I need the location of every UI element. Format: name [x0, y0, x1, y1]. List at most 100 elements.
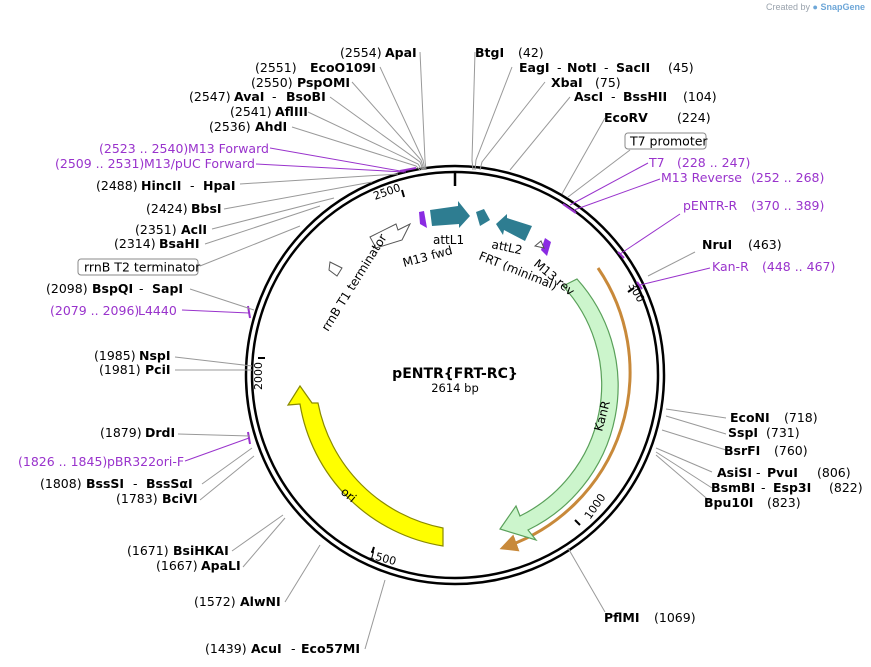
- pos-xbai: (75): [595, 75, 621, 90]
- enzyme-nrui: NruI: [702, 237, 732, 252]
- pos-btgi: (42): [518, 45, 544, 60]
- dash-avai: -: [272, 89, 277, 104]
- pos-asci: (104): [683, 89, 717, 104]
- enzyme-ahdi: AhdI: [255, 119, 287, 134]
- dash-bspqi: -: [139, 281, 144, 296]
- attl2-arrow: [496, 214, 532, 241]
- enzyme-hpai: HpaI: [203, 178, 236, 193]
- small-white-arrow-2: [328, 261, 343, 277]
- rrnb-t2-label: rrnB T2 terminator: [84, 260, 201, 275]
- dash-bsmbi: -: [761, 480, 766, 495]
- enzyme-sapi: SapI: [152, 281, 183, 296]
- primer-m13-reverse: M13 Reverse: [661, 170, 742, 185]
- plasmid-name: pENTR{FRT-RC}: [392, 366, 518, 382]
- pos-acui: (1439): [205, 641, 247, 656]
- attl2-label: attL2: [490, 237, 523, 257]
- primer-leader-lines: [181, 147, 711, 462]
- tick-1000: 1000: [582, 491, 609, 521]
- enzyme-asci: AscI: [574, 89, 603, 104]
- enzyme-hincii: HincII: [141, 178, 181, 193]
- primer-kan-r: Kan-R: [712, 259, 749, 274]
- enzyme-apai: ApaI: [385, 45, 417, 60]
- enzyme-xbai: XbaI: [551, 75, 583, 90]
- dash-eagi: -: [557, 60, 562, 75]
- enzyme-pflmi: PflMI: [604, 610, 640, 625]
- pos-hincii: (2488): [96, 178, 138, 193]
- range-kan-r: (448 .. 467): [762, 259, 835, 274]
- pos-pspomi: (2550): [251, 75, 293, 90]
- primer-m13-forward: M13 Forward: [188, 141, 269, 156]
- range-m13-forward: (2523 .. 2540): [99, 141, 188, 156]
- enzyme-bsihkai: BsiHKAI: [173, 543, 229, 558]
- enzyme-pcii: PciI: [145, 362, 171, 377]
- pos-bsrfi: (760): [774, 443, 808, 458]
- enzyme-bcivi: BciVI: [162, 491, 198, 506]
- pos-pflmi: (1069): [654, 610, 696, 625]
- leader-lines: [174, 51, 727, 650]
- enzyme-drdi: DrdI: [145, 425, 175, 440]
- enzyme-alwni: AlwNI: [240, 594, 281, 609]
- pos-pcii: (1981): [99, 362, 141, 377]
- rrnb-t1-label: rrnB T1 terminator: [319, 231, 390, 333]
- range-pbr322ori: (1826 .. 1845): [18, 454, 107, 469]
- pos-bpu10i: (823): [767, 495, 801, 510]
- pos-apai: (2554): [340, 45, 382, 60]
- enzyme-apali: ApaLI: [201, 558, 241, 573]
- range-pentr-r: (370 .. 389): [751, 198, 824, 213]
- enzyme-asisi: AsiSI: [717, 465, 752, 480]
- left-enzymes-4: (1808) BssSI - BssSαI (1783) BciVI (1671…: [40, 476, 360, 656]
- pos-bsahi: (2314): [114, 236, 156, 251]
- kanr-primer-bar: [499, 267, 632, 552]
- attribution: Created by ● SnapGene: [766, 2, 865, 12]
- backbone-outer: [244, 164, 666, 586]
- pos-avai: (2547): [189, 89, 231, 104]
- rrnb-t2-box: rrnB T2 terminator: [77, 258, 201, 276]
- enzyme-eco57mi: Eco57MI: [301, 641, 360, 656]
- enzyme-bspqi: BspQI: [92, 281, 133, 296]
- dash-acui: -: [291, 641, 296, 656]
- pos-apali: (1667): [156, 558, 198, 573]
- pos-drdi: (1879): [100, 425, 142, 440]
- top-left-enzymes: (2554) ApaI (2551) EcoO109I (2550) PspOM…: [189, 45, 417, 134]
- pos-alwni: (1572): [194, 594, 236, 609]
- enzyme-avai: AvaI: [234, 89, 264, 104]
- pos-bspqi: (2098): [46, 281, 88, 296]
- pos-bsihkai: (1671): [127, 543, 169, 558]
- snapgene-logo-icon: ●: [812, 2, 818, 12]
- right-enzymes: EcoNI (718) SspI (731) BsrFI (760) AsiSI…: [604, 410, 863, 625]
- m13rev-arrow: [541, 238, 551, 256]
- enzyme-bbsi: BbsI: [191, 201, 222, 216]
- t7-promoter-label: T7 promoter: [629, 134, 708, 149]
- enzyme-afliii: AflIII: [275, 104, 308, 119]
- pos-acli: (2351): [135, 222, 177, 237]
- pos-ecoo109i: (2551): [255, 60, 297, 75]
- pos-bsmbi: (822): [829, 480, 863, 495]
- enzyme-bsobi: BsoBI: [286, 89, 326, 104]
- primer-l4440: L4440: [138, 303, 177, 318]
- attl1-arrow: [430, 201, 470, 228]
- enzyme-pvui: PvuI: [767, 465, 798, 480]
- enzyme-bsrfi: BsrFI: [724, 443, 760, 458]
- tick-marks: [258, 189, 635, 554]
- enzyme-sacii: SacII: [616, 60, 650, 75]
- attl1-label: attL1: [433, 233, 464, 247]
- pos-bcivi: (1783): [116, 491, 158, 506]
- tick-300: 2500: [372, 181, 403, 203]
- enzyme-esp3i: Esp3I: [773, 480, 811, 495]
- range-m13puc-forward: (2509 .. 2531): [55, 156, 144, 171]
- enzyme-bpu10i: Bpu10I: [704, 495, 753, 510]
- dash-hincii: -: [190, 178, 195, 193]
- enzyme-bsmbi: BsmBI: [711, 480, 755, 495]
- plasmid-size: 2614 bp: [431, 381, 479, 395]
- attribution-brand: SnapGene: [820, 2, 865, 12]
- primer-pbr322ori: pBR322ori-F: [107, 454, 184, 469]
- pos-afliii: (2541): [230, 104, 272, 119]
- range-m13-reverse: (252 .. 268): [751, 170, 824, 185]
- enzyme-noti: NotI: [567, 60, 597, 75]
- dash-bsssi: -: [133, 476, 138, 491]
- enzyme-btgi: BtgI: [475, 45, 504, 60]
- m13fwd-arrow: [419, 211, 427, 228]
- primer-t7: T7: [648, 155, 665, 170]
- dash-noti: -: [604, 60, 609, 75]
